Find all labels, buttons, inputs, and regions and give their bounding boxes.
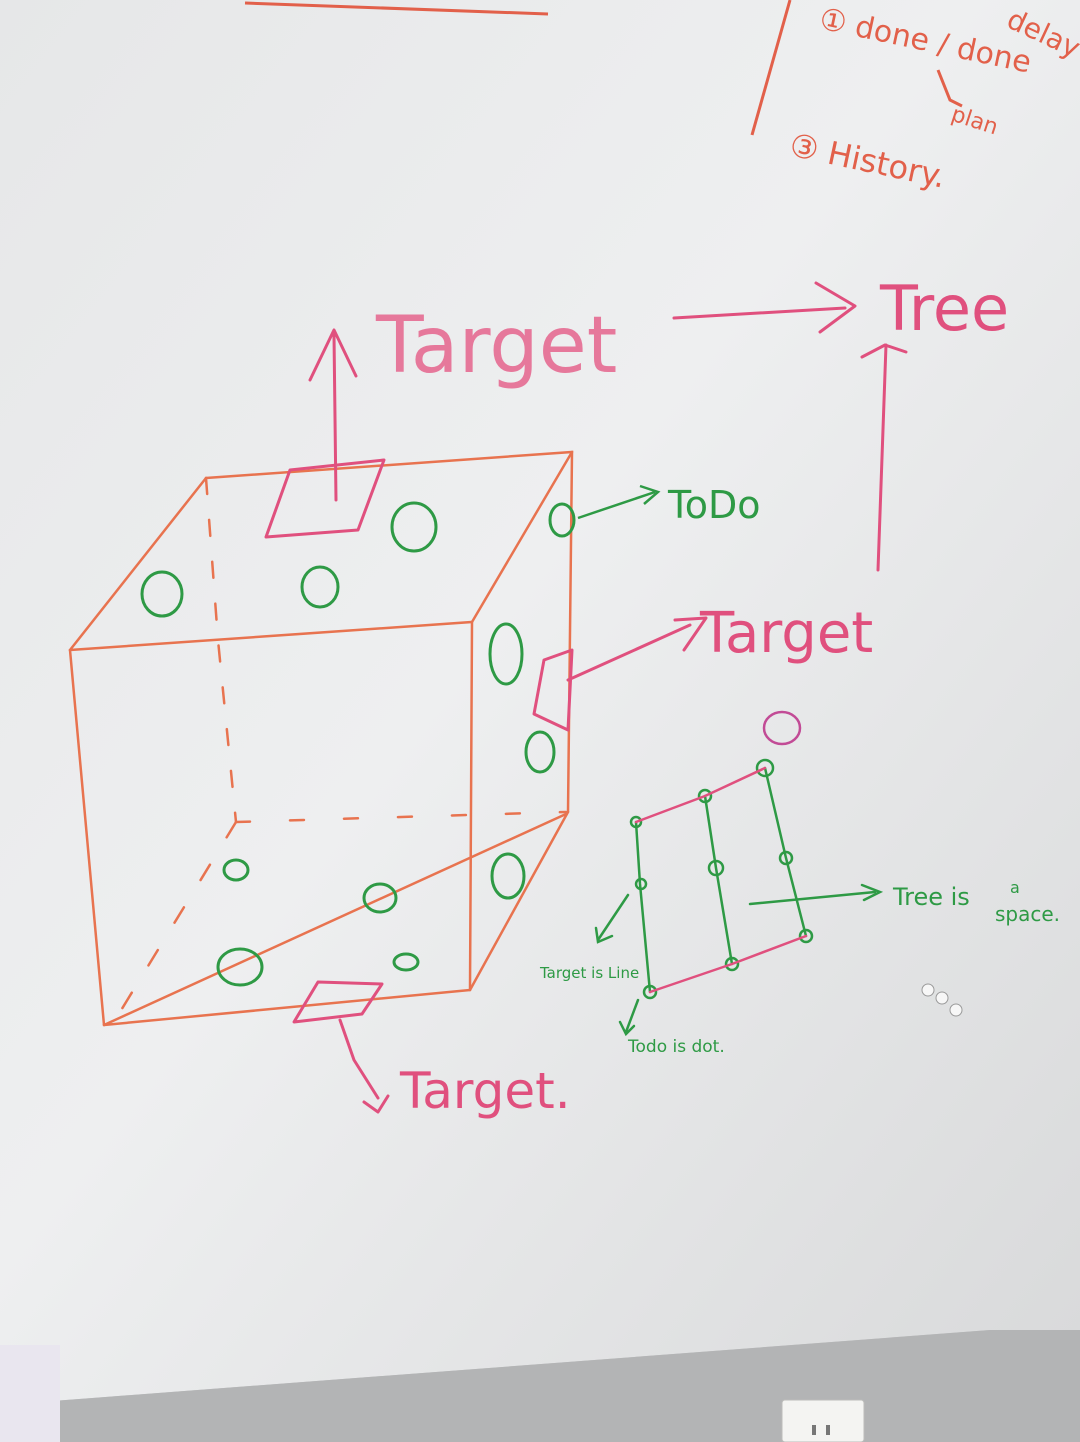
label-target-top: Target (375, 301, 617, 391)
corner-notes (244, 0, 963, 136)
todo-dot (222, 858, 250, 882)
todo-dot (524, 730, 556, 774)
todo-dot (362, 882, 398, 914)
label-target-is-line: Target is Line (539, 964, 639, 982)
todo-dot (488, 622, 524, 686)
label-todo: ToDo (667, 483, 761, 527)
label-target-bottom: Target. (399, 1062, 571, 1120)
label-tree-is: Tree is (892, 883, 970, 911)
label-target-right: Target (699, 601, 873, 666)
target-plane-bottom (292, 980, 384, 1024)
target-plane-top (264, 458, 386, 539)
target-annotations (264, 281, 908, 1114)
todo-dots (140, 501, 576, 987)
todo-dot (392, 952, 420, 972)
todo-dot (390, 501, 438, 553)
tree-diagram (594, 710, 884, 1037)
wall-outlet-icon (781, 1399, 865, 1442)
todo-dot (548, 502, 576, 538)
label-todo-is-dot: Todo is dot. (627, 1037, 725, 1057)
label-tree-is-mark: a (1010, 878, 1020, 897)
label-space: space. (995, 902, 1060, 926)
todo-dot (140, 570, 184, 618)
paper-stack-corner (0, 1345, 60, 1442)
whiteboard-surface (0, 0, 1080, 1405)
cube-drawing (68, 450, 574, 1027)
todo-dot (300, 565, 340, 609)
tree-diagram-links (634, 766, 808, 994)
magnet-icon (921, 983, 963, 1017)
label-tree: Tree (879, 272, 1009, 345)
target-plane-right (532, 648, 574, 732)
todo-arrow (577, 484, 661, 520)
todo-dot (490, 852, 526, 900)
todo-dot (216, 947, 264, 987)
